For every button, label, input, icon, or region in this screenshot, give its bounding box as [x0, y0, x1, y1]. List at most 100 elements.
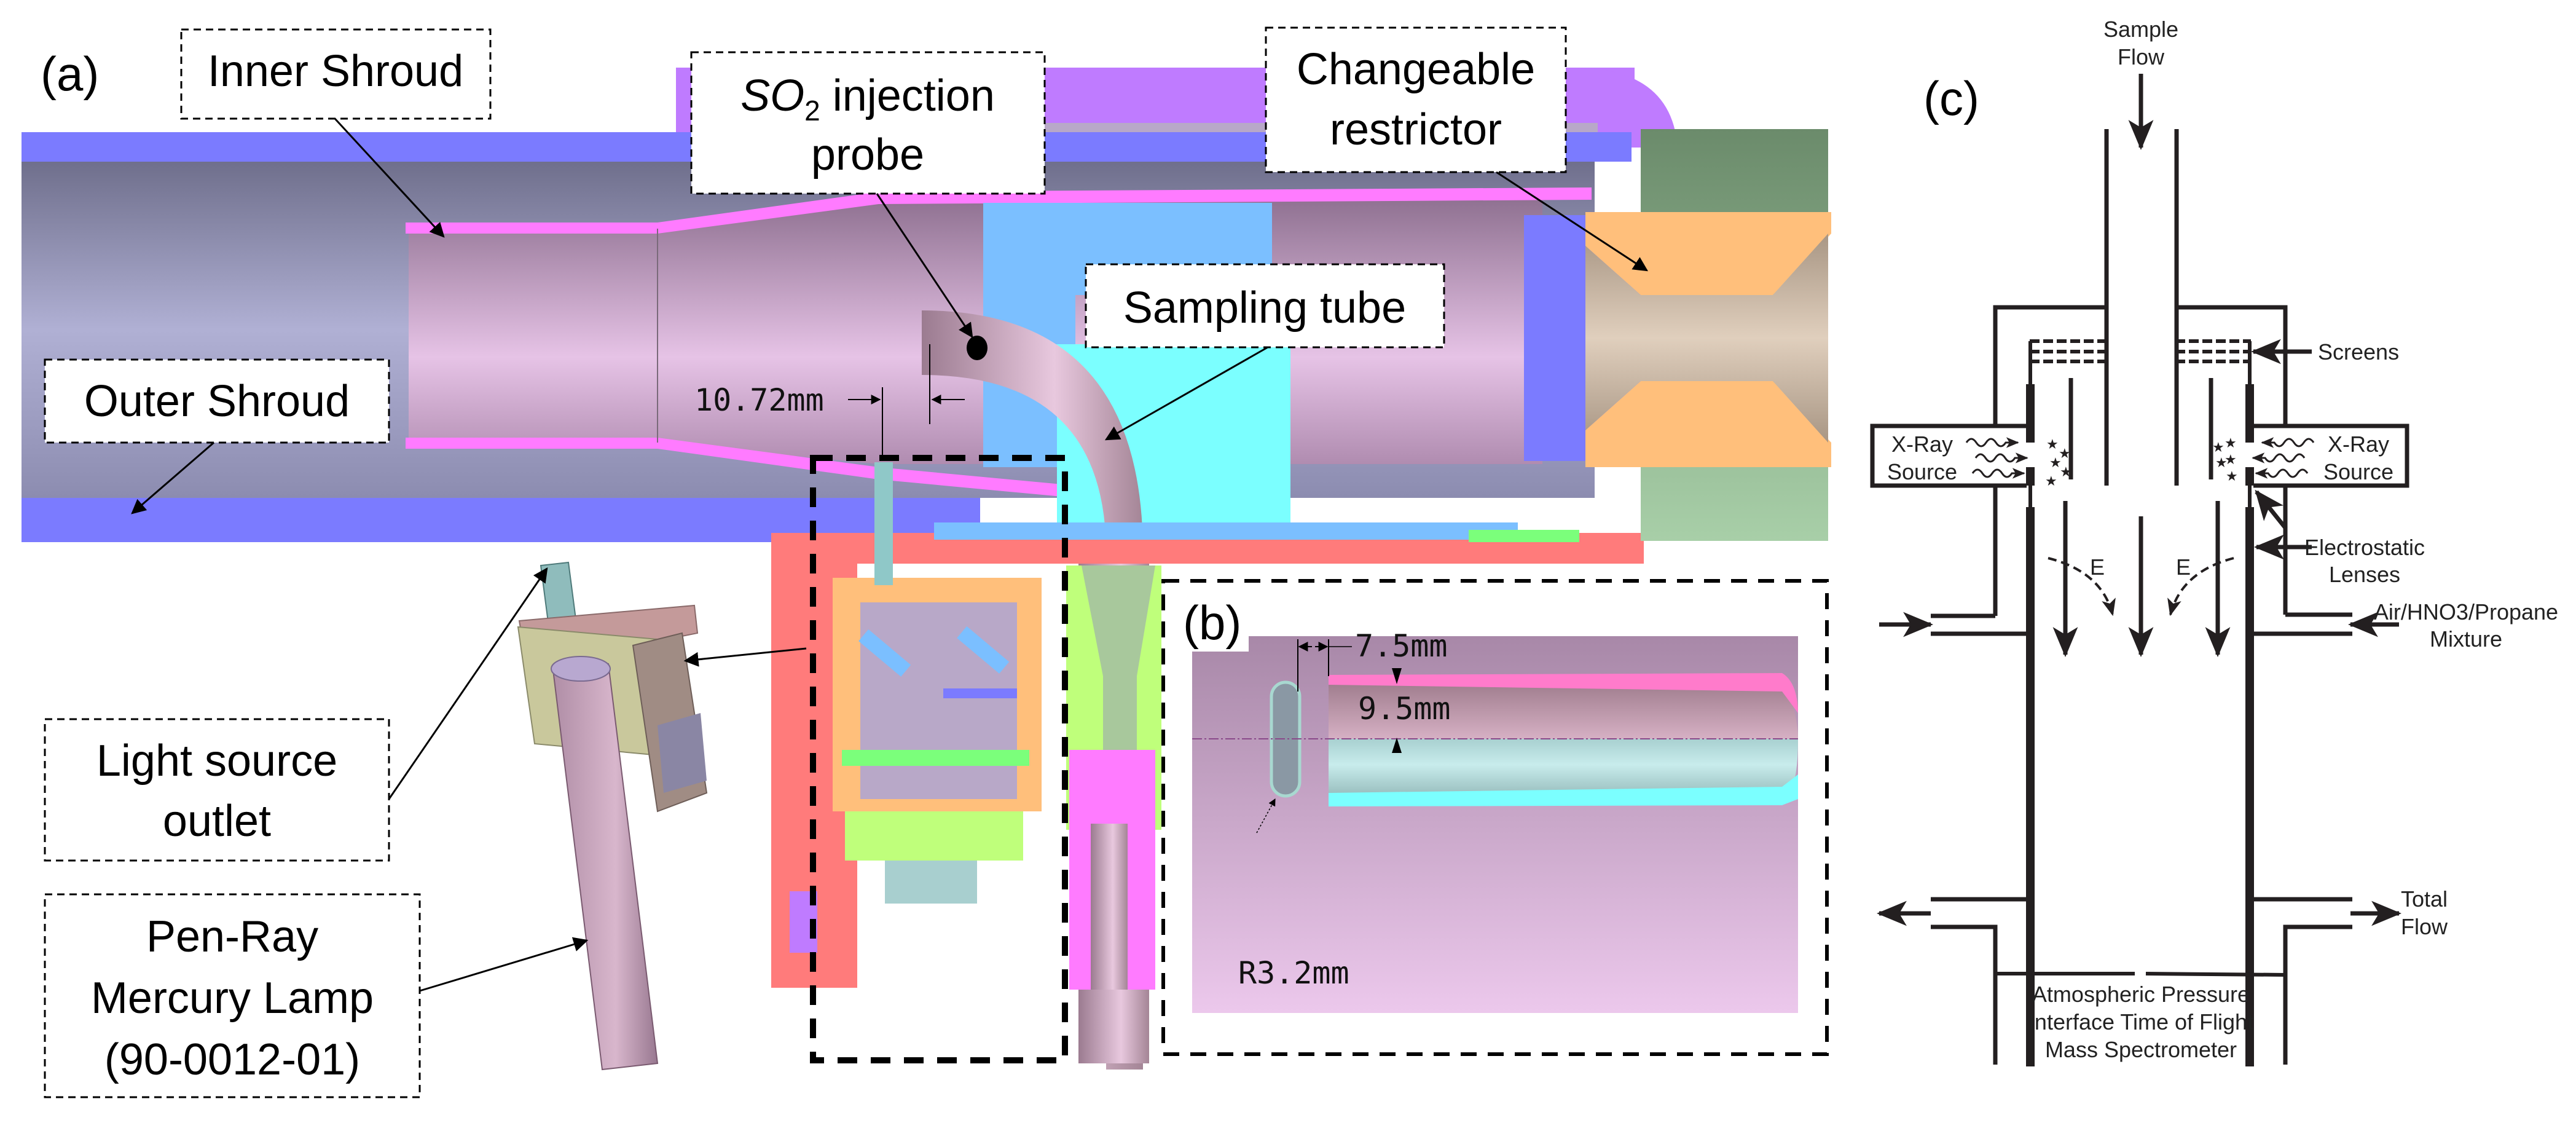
ion-star-icon: ★ — [2225, 435, 2237, 451]
ion-star-icon: ★ — [2046, 436, 2059, 452]
outlet-left-lower — [1931, 924, 1998, 1065]
restrictor-bore — [1585, 234, 1828, 443]
changeable-restrictor-top — [1585, 212, 1831, 295]
mercury-lamp-cap — [551, 656, 611, 682]
mirror-right — [957, 626, 1010, 674]
callout-changeable-restrictor: Changeable restrictor — [1265, 26, 1649, 272]
ion-star-icon: ★ — [2215, 455, 2228, 470]
xray-wave-icon — [1965, 437, 2019, 448]
panel-c-schematic: (c) Sample Flow Screens — [1870, 17, 2558, 1066]
xray-wave-icon — [2252, 452, 2306, 463]
ion-star-icon: ★ — [2049, 455, 2062, 470]
callout-so2-probe-line2: probe — [811, 130, 924, 179]
callout-so2-probe-line1: SO2 injection — [740, 71, 995, 127]
xray-wave-icon — [1974, 452, 2028, 463]
lime-base — [845, 811, 1023, 861]
label-ms-line2: Interface Time of Flight — [2028, 1009, 2253, 1034]
label-field-right: E — [2176, 554, 2191, 580]
dimension-label-gap: 7.5mm — [1355, 628, 1448, 664]
callout-restrictor-line2: restrictor — [1330, 105, 1502, 154]
changeable-restrictor-bottom — [1585, 381, 1831, 467]
blue-strip-base — [934, 522, 1518, 540]
callout-lamp-line2: Mercury Lamp — [91, 974, 374, 1023]
dimension-label-slot-height: 9.5mm — [1358, 691, 1451, 727]
housing-top-right — [2177, 305, 2288, 424]
purple-cap-rounded-end — [1573, 68, 1678, 148]
field-line-left — [2048, 557, 2116, 617]
callout-lamp-line3: (90-0012-01) — [104, 1035, 360, 1084]
panel-b-label-bg — [1175, 593, 1249, 652]
xray-wave-icon — [1971, 468, 2025, 479]
blue-bar — [943, 688, 1017, 698]
ion-star-icon: ★ — [2226, 468, 2238, 484]
label-xray-right-line1: X-Ray — [2328, 431, 2389, 457]
lamp-housing-highlight — [810, 455, 1068, 1063]
callout-inner-shroud: Inner Shroud — [180, 28, 492, 238]
ion-star-icon: ★ — [2059, 446, 2071, 461]
label-xray-right-line2: Source — [2323, 459, 2393, 484]
xray-source-right: X-Ray Source ★ ★ ★ ★ ★ — [2212, 424, 2409, 488]
mirror-left — [858, 629, 911, 677]
screens — [2028, 339, 2252, 384]
dim-arrow-bottom — [1392, 738, 1402, 753]
label-total-flow-line2: Flow — [2401, 914, 2448, 939]
green-thread-strip — [1469, 530, 1579, 542]
housing-top-left — [1993, 305, 2107, 424]
label-mixture-line1: Air/HNO3/Propane — [2374, 599, 2558, 625]
ms-orifice-plate-right — [2145, 972, 2286, 977]
label-mixture-line2: Mixture — [2430, 626, 2502, 652]
ion-star-icon: ★ — [2045, 473, 2057, 489]
light-source-assembly — [517, 561, 708, 1071]
inner-shroud-wall-top — [406, 187, 1592, 234]
dimension-label-radius: R3.2mm — [1238, 955, 1349, 991]
label-ms-line1: Atmospheric Pressure — [2032, 982, 2250, 1007]
tube-bottom — [1091, 824, 1128, 990]
dimension-label-probe-offset: 10.72mm — [694, 382, 824, 418]
callout-mercury-lamp: Pen-Ray Mercury Lamp (90-0012-01) — [44, 893, 589, 1098]
xray-source-left: X-Ray Source ★ ★ ★ ★ ★ — [1870, 424, 2072, 489]
label-lenses-line2: Lenses — [2329, 562, 2400, 587]
so2-subscript: 2 — [804, 95, 820, 127]
callout-so2-probe: SO2 injection probe — [690, 51, 1046, 338]
outlet-right-lower — [2283, 924, 2352, 1065]
tube-lower-wall — [1329, 774, 1798, 806]
callout-light-source-line1: Light source — [96, 736, 337, 786]
callout-sampling-tube: Sampling tube — [1085, 263, 1445, 441]
so2-injection-point — [967, 336, 988, 360]
xray-wave-icon — [2255, 468, 2309, 479]
dimension-probe-offset: 10.72mm — [694, 344, 965, 461]
green-filter — [842, 750, 1029, 766]
callout-light-source-line2: outlet — [163, 797, 271, 846]
lenses-arrow-upper — [2255, 489, 2288, 530]
probe-rod — [874, 462, 893, 585]
panel-b: (b) 7.5mm 9.5mm R3.2mm — [1161, 579, 1829, 1056]
label-ms-line3: Mass Spectrometer — [2045, 1037, 2237, 1062]
label-sample-flow-line1: Sample — [2103, 17, 2178, 42]
callout-outer-shroud: Outer Shroud — [44, 358, 390, 514]
label-sample-flow-line2: Flow — [2118, 44, 2165, 69]
so2-suffix: injection — [820, 71, 995, 120]
inner-shroud-wall-bottom — [406, 438, 1075, 498]
callout-inner-shroud-text: Inner Shroud — [208, 47, 463, 96]
field-line-right — [2167, 557, 2234, 617]
xray-wave-icon — [2261, 437, 2315, 448]
ion-star-icon: ★ — [2225, 452, 2237, 467]
callout-restrictor-line1: Changeable — [1297, 45, 1535, 94]
radius-leader — [1256, 798, 1276, 833]
panel-label-b: (b) — [1183, 596, 1241, 650]
tube-lower-half — [1329, 739, 1798, 804]
label-lenses-line1: Electrostatic — [2304, 535, 2425, 560]
label-total-flow-line1: Total — [2401, 886, 2448, 912]
ion-star-icon: ★ — [2212, 439, 2225, 455]
callout-lamp-line1: Pen-Ray — [146, 912, 318, 961]
lamp-cavity — [860, 602, 1017, 799]
label-screens: Screens — [2318, 339, 2399, 364]
callout-light-source-outlet: Light source outlet — [44, 567, 807, 862]
so2-formula-text: SO — [740, 71, 804, 120]
panel-label-c: (c) — [1923, 71, 1979, 125]
housing-side-plate — [658, 713, 707, 793]
teal-outlet — [885, 861, 977, 904]
label-field-left: E — [2090, 554, 2105, 580]
callout-outer-shroud-text: Outer Shroud — [84, 377, 350, 426]
